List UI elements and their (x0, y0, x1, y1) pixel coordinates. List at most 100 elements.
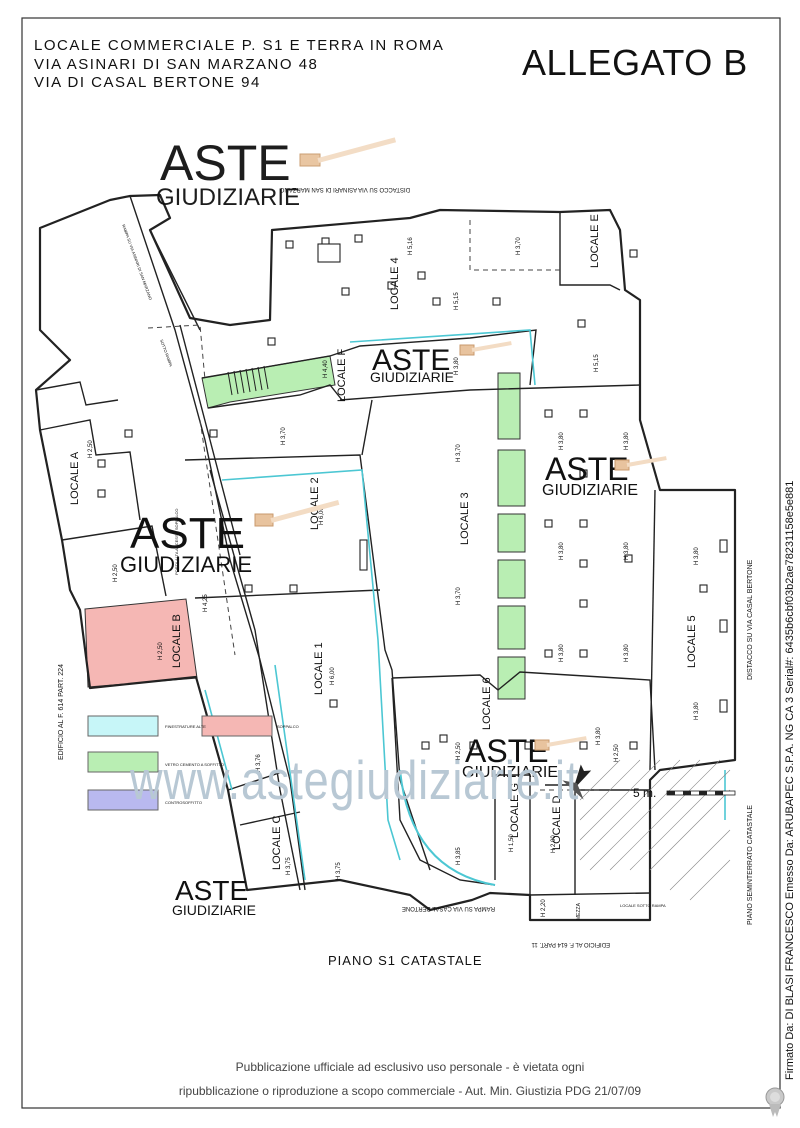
legend-label-3: CONTROSOFFITTO (165, 800, 202, 805)
page-frame (21, 17, 781, 1109)
title-line-3: VIA DI CASAL BERTONE 94 (34, 74, 261, 91)
vetro-cemento-2 (497, 449, 526, 507)
scale-bar (666, 790, 736, 796)
vetro-cemento-3 (497, 513, 526, 553)
h-380a: H 3,80 (559, 432, 565, 450)
mezza-label: MEZZA (576, 902, 582, 920)
legend-swatch-3 (87, 789, 159, 811)
stairs-f (227, 365, 269, 396)
h-6b: H 2,50 (614, 744, 620, 762)
h-515b: H 5,15 (594, 354, 600, 372)
rampa-left: RAMPA SU VIA ASINARI DI SAN MARZANO (121, 224, 153, 301)
gavel-icon-3 (614, 456, 667, 471)
label-locale-b: LOCALE B (171, 614, 183, 668)
svg-text:ASTE: ASTE (465, 733, 549, 769)
label-locale-e: LOCALE E (589, 214, 601, 268)
h-516: H 5,16 (408, 237, 414, 255)
disclaimer-line-2: ripubblicazione o riproduzione a scopo c… (178, 1084, 642, 1098)
h-425: H 4,25 (203, 594, 209, 612)
h-376: H 3,76 (256, 754, 262, 772)
edificio-bottom: EDIFICIO AL F. 614 PART. 11 (531, 941, 610, 947)
legend-label-1: SOPPALCO (277, 724, 299, 729)
vetro-cemento-4 (497, 559, 526, 599)
h-3b: H 3,70 (456, 587, 462, 605)
label-locale-6: LOCALE 6 (481, 677, 493, 730)
gavel-icon-5 (534, 736, 587, 751)
edificio-left: EDIFICIO AL F. 614 PART. 224 (58, 664, 65, 760)
digital-signature: Firmato Da: DI BLASI FRANCESCO Emesso Da… (784, 480, 796, 1080)
legend-label-2: VETRO CEMENTO A SOFFITTO (165, 762, 224, 767)
h-220: H 2,20 (541, 899, 547, 917)
hatched-area (579, 759, 731, 901)
legend-swatch-2 (87, 751, 159, 773)
label-locale-d: LOCALE D (551, 796, 563, 850)
gavel-icon-4 (254, 499, 340, 527)
h-6a: H 2,50 (456, 742, 462, 760)
svg-text:GIUDIZIARIE: GIUDIZIARIE (120, 552, 252, 577)
label-locale-4: LOCALE 4 (389, 257, 401, 310)
piano-s1-label: PIANO S1 CATASTALE (328, 953, 483, 968)
watermark-4: ASTE GIUDIZIARIE (120, 499, 340, 577)
h-3a: H 3,70 (456, 444, 462, 462)
locale-sotto-rampa: LOCALE SOTTO RAMPA (620, 903, 666, 908)
walls-outer (34, 193, 737, 922)
height-labels: H 2,50 H 2,50 H 2,50 H 3,75 H 2,00 H 1,5… (88, 237, 700, 917)
gavel-icon (299, 137, 397, 167)
distacco-top: DISTACCO SU VIA ASINARI DI SAN MARZANO (279, 186, 410, 192)
label-locale-3: LOCALE 3 (459, 492, 471, 545)
h-380j: H 3,80 (596, 727, 602, 745)
svg-text:ASTE: ASTE (160, 135, 291, 191)
label-locale-g: LOCALE G (509, 783, 521, 838)
h-380e: H 3,80 (559, 644, 565, 662)
svg-text:GIUDIZIARIE: GIUDIZIARIE (462, 764, 558, 781)
disclaimer-line-1: Pubblicazione ufficiale ad esclusivo uso… (235, 1060, 585, 1074)
h-g: H 1,50 (509, 834, 515, 852)
h-f: H 4,40 (323, 360, 329, 378)
label-locale-1: LOCALE 1 (313, 642, 325, 695)
h-2: H 6,00 (319, 507, 325, 525)
vetro-cemento-6 (497, 656, 526, 700)
distacco-right: DISTACCO SU VIA CASAL BERTONE (747, 559, 754, 680)
h-375: H 3,75 (336, 862, 342, 880)
title-line-2: VIA ASINARI DI SAN MARZANO 48 (34, 56, 319, 73)
h-a: H 2,50 (88, 440, 94, 458)
vetro-cemento-5 (497, 605, 526, 650)
svg-text:ASTE: ASTE (372, 344, 450, 377)
legend-label-0: FINESTRATURE ALTE (165, 724, 206, 729)
title-line-1: LOCALE COMMERCIALE P. S1 E TERRA IN ROMA (34, 37, 445, 54)
curved-wall (399, 769, 496, 886)
h-d: H 2,00 (551, 835, 557, 853)
h-b: H 2,50 (158, 642, 164, 660)
allegato-label: ALLEGATO B (522, 42, 748, 83)
h-385: H 3,85 (456, 847, 462, 865)
h-c: H 3,75 (286, 857, 292, 875)
h-380d: H 3,80 (624, 542, 630, 560)
vetro-cemento-f (201, 355, 336, 409)
watermark-3: ASTE GIUDIZIARIE (542, 451, 667, 499)
label-locale-c: LOCALE C (271, 816, 283, 870)
vetro-cemento-1 (497, 372, 521, 440)
h-370a: H 3,70 (281, 427, 287, 445)
h-515a: H 5,15 (454, 292, 460, 310)
svg-text:GIUDIZIARIE: GIUDIZIARIE (156, 184, 300, 211)
watermark-1: ASTE GIUDIZIARIE (156, 135, 397, 211)
scale-label: 5 m. (633, 786, 656, 800)
watermark-6: ASTE GIUDIZIARIE (172, 875, 256, 918)
label-locale-a: LOCALE A (69, 451, 81, 505)
dashed-lines (147, 220, 600, 791)
site-watermark: www.astegiudiziarie.it (130, 749, 580, 811)
svg-text:GIUDIZIARIE: GIUDIZIARIE (370, 369, 454, 385)
seal-icon (765, 1087, 785, 1117)
finestrature-alte (204, 329, 726, 881)
svg-text:ASTE: ASTE (130, 509, 245, 558)
label-locale-2: LOCALE 2 (309, 477, 321, 530)
gavel-icon-2 (459, 341, 512, 356)
piano-seminterrato: PIANO SEMINTERRATO CATASTALE (747, 805, 754, 925)
watermark-5: ASTE GIUDIZIARIE (462, 733, 587, 781)
legend-swatch-0 (87, 715, 159, 737)
svg-text:ASTE: ASTE (175, 875, 248, 906)
walls-inner (35, 195, 656, 896)
h-380g: H 3,80 (694, 547, 700, 565)
porta-alta: PORTA ALTA ACCESSO SOPPALCO (174, 508, 179, 575)
